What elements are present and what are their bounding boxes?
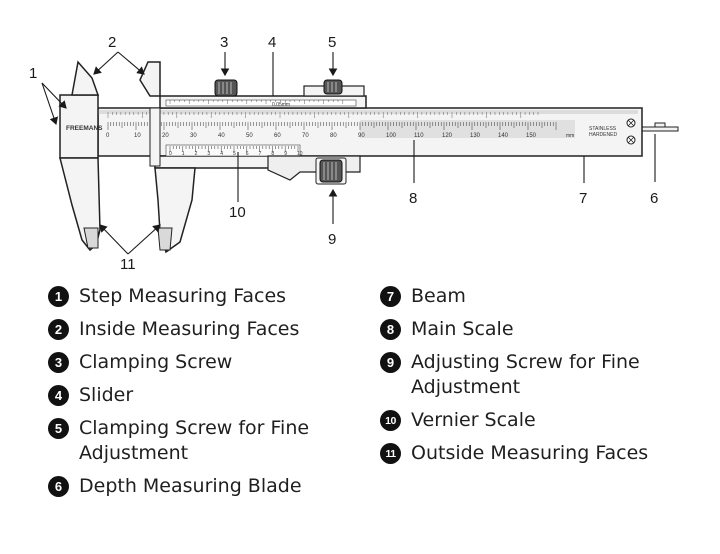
legend-label: Main Scale	[411, 318, 514, 340]
precision-label: 0.05mm	[272, 102, 290, 108]
callout-10: 10	[229, 204, 246, 221]
brand-label: FREEMANS	[66, 125, 103, 132]
vernier-number: 1	[182, 151, 185, 157]
scale-note-line1: STAINLESS	[589, 126, 617, 132]
legend-number-badge: 10	[380, 410, 401, 431]
legend-label: Beam	[411, 285, 466, 307]
legend-number-badge: 6	[48, 476, 69, 497]
legend-item: 10 Vernier Scale	[380, 408, 700, 433]
legend-item: 2 Inside Measuring Faces	[48, 317, 348, 342]
legend-item: 7 Beam	[380, 284, 700, 309]
main-scale-number: 90	[358, 133, 365, 139]
legend-item: 11 Outside Measuring Faces	[380, 441, 700, 466]
legend-number-badge: 4	[48, 385, 69, 406]
legend-label: Vernier Scale	[411, 409, 536, 431]
fixed-jaw: FREEMANS	[59, 60, 103, 252]
callout-8: 8	[409, 190, 417, 207]
legend-right: 7 Beam 8 Main Scale 9 Adjusting Screw fo…	[380, 284, 700, 474]
main-scale-number: 30	[190, 133, 197, 139]
main-scale-number: 80	[330, 133, 337, 139]
main-scale: 0 10 20 30 40 50 60 70 80 90 100 110 120 130 140 150	[106, 112, 557, 139]
legend-item: 8 Main Scale	[380, 317, 700, 342]
legend-number-badge: 9	[380, 352, 401, 373]
main-scale-number: 10	[134, 133, 141, 139]
leader-lines	[41, 51, 656, 255]
scale-unit-label: mm	[566, 133, 574, 139]
vernier-number: 7	[259, 151, 262, 157]
legend-label: Slider	[79, 384, 134, 406]
legend-number-badge: 3	[48, 352, 69, 373]
callout-4: 4	[268, 34, 276, 51]
main-scale-number: 110	[414, 133, 424, 139]
legend-item: 5 Clamping Screw for Fine Adjustment	[48, 416, 348, 466]
legend-label: Adjusting Screw for Fine Adjustment	[411, 351, 640, 398]
main-scale-number: 140	[498, 133, 509, 139]
main-scale-number: 100	[386, 133, 397, 139]
vernier-number: 2	[195, 151, 198, 157]
vernier-scale: 0 1 2 3 4 5 6 7 8 9 10	[165, 100, 343, 157]
legend-number-badge: 2	[48, 319, 69, 340]
legend-item: 4 Slider	[48, 383, 348, 408]
vernier-number: 4	[220, 151, 223, 157]
legend-label: Step Measuring Faces	[79, 285, 287, 307]
vernier-number: 5	[233, 151, 236, 157]
vernier-number: 8	[271, 151, 274, 157]
main-scale-highlight	[360, 120, 575, 138]
legend-number-badge: 1	[48, 286, 69, 307]
main-scale-number: 130	[470, 133, 481, 139]
legend-left: 1 Step Measuring Faces 2 Inside Measurin…	[48, 284, 348, 507]
legend-label: Clamping Screw	[79, 351, 233, 373]
scale-note-line2: HARDENED	[589, 132, 617, 138]
callout-1: 1	[29, 65, 37, 82]
vernier-number: 6	[246, 151, 249, 157]
callout-9: 9	[328, 231, 336, 248]
legend-item: 3 Clamping Screw	[48, 350, 348, 375]
legend-number-badge: 11	[380, 443, 401, 464]
callout-11: 11	[120, 256, 136, 273]
legend-number-badge: 7	[380, 286, 401, 307]
depth-blade	[639, 122, 679, 132]
fine-adjustment-assembly	[267, 155, 361, 185]
legend-item: 9 Adjusting Screw for Fine Adjustment	[380, 350, 700, 400]
main-scale-number: 120	[442, 133, 453, 139]
vernier-number: 3	[207, 151, 210, 157]
legend-label: Depth Measuring Blade	[79, 475, 302, 497]
callout-5: 5	[328, 34, 336, 51]
main-scale-number: 70	[302, 133, 309, 139]
vernier-number: 9	[284, 151, 287, 157]
clamping-screw	[214, 79, 238, 97]
legend-label: Outside Measuring Faces	[411, 442, 649, 464]
vernier-number: 10	[297, 151, 303, 157]
legend-number-badge: 8	[380, 319, 401, 340]
main-scale-number: 40	[218, 133, 225, 139]
slider: 0.05mm	[139, 61, 367, 254]
callout-3: 3	[220, 34, 228, 51]
main-scale-number: 20	[162, 133, 169, 139]
callout-6: 6	[650, 190, 658, 207]
main-scale-number: 150	[526, 133, 537, 139]
vernier-number: 0	[169, 151, 172, 157]
legend-item: 1 Step Measuring Faces	[48, 284, 348, 309]
legend-item: 6 Depth Measuring Blade	[48, 474, 348, 499]
callout-7: 7	[579, 190, 587, 207]
main-scale-number: 0	[106, 133, 110, 139]
callout-2: 2	[108, 34, 116, 51]
legend-number-badge: 5	[48, 418, 69, 439]
main-scale-number: 60	[274, 133, 281, 139]
fine-clamping-screw	[303, 79, 365, 97]
legend-label: Clamping Screw for Fine Adjustment	[79, 417, 310, 464]
legend-label: Inside Measuring Faces	[79, 318, 300, 340]
main-scale-number: 50	[246, 133, 253, 139]
